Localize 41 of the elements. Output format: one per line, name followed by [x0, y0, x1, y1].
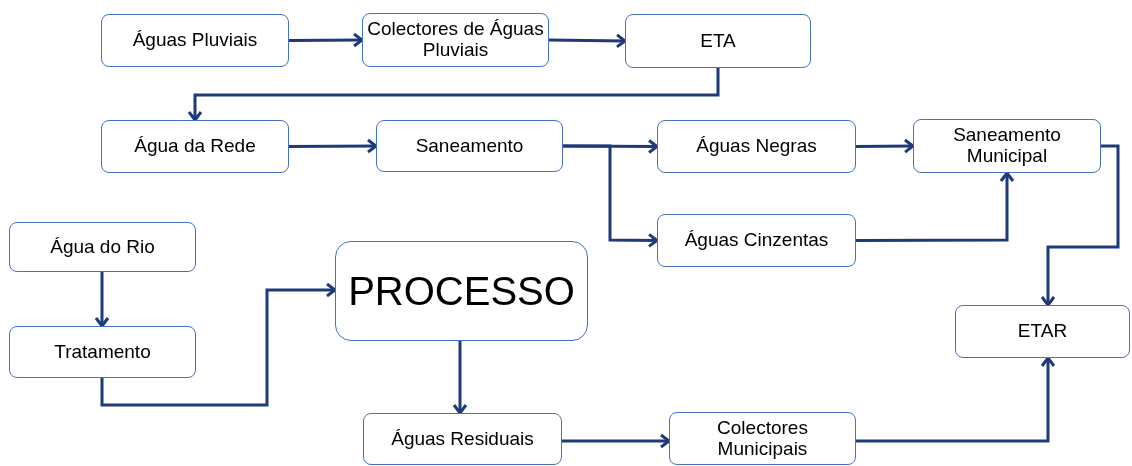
node-label: Água da Rede: [134, 136, 256, 157]
node-label: Água do Rio: [50, 236, 155, 258]
node-label: ETA: [700, 30, 736, 52]
node-label: Águas Pluviais: [132, 30, 258, 51]
node-label: PROCESSO: [348, 269, 575, 313]
arrow: [548, 33, 627, 49]
node-label: Águas Negras: [696, 136, 817, 157]
arrow: [856, 171, 1015, 242]
arrow: [289, 32, 364, 48]
arrow: [100, 282, 337, 407]
node-label: Saneamento Municipal: [952, 125, 1062, 167]
node-label: Águas Cinzentas: [684, 230, 829, 251]
process-box: [101, 120, 289, 173]
process-box: [362, 13, 549, 67]
node-label: Colectores Municipais: [716, 417, 809, 460]
arrow: [187, 68, 720, 122]
process-box: [335, 241, 588, 341]
node-label: Saneamento: [415, 135, 524, 157]
arrow: [562, 433, 671, 449]
arrow: [856, 138, 915, 154]
arrow: [452, 341, 468, 415]
arrow: [856, 356, 1056, 443]
process-box: [376, 120, 563, 172]
process-box: [363, 413, 562, 465]
arrow: [289, 138, 378, 154]
node-label: Colectores de Águas Pluviais: [366, 19, 545, 61]
node-label: Águas Residuais: [391, 428, 534, 450]
arrow: [563, 144, 659, 248]
process-box: [9, 326, 196, 378]
node-label: ETAR: [1017, 321, 1068, 342]
process-box: [669, 412, 856, 465]
process-box: [101, 14, 289, 67]
process-box: [625, 14, 811, 68]
process-box: [657, 120, 856, 173]
process-box: [955, 305, 1130, 358]
arrow: [1040, 144, 1120, 307]
node-label: Tratamento: [54, 341, 151, 363]
process-box: [9, 222, 196, 272]
process-box: [913, 119, 1101, 173]
process-box: [657, 214, 856, 267]
arrow: [94, 272, 110, 328]
